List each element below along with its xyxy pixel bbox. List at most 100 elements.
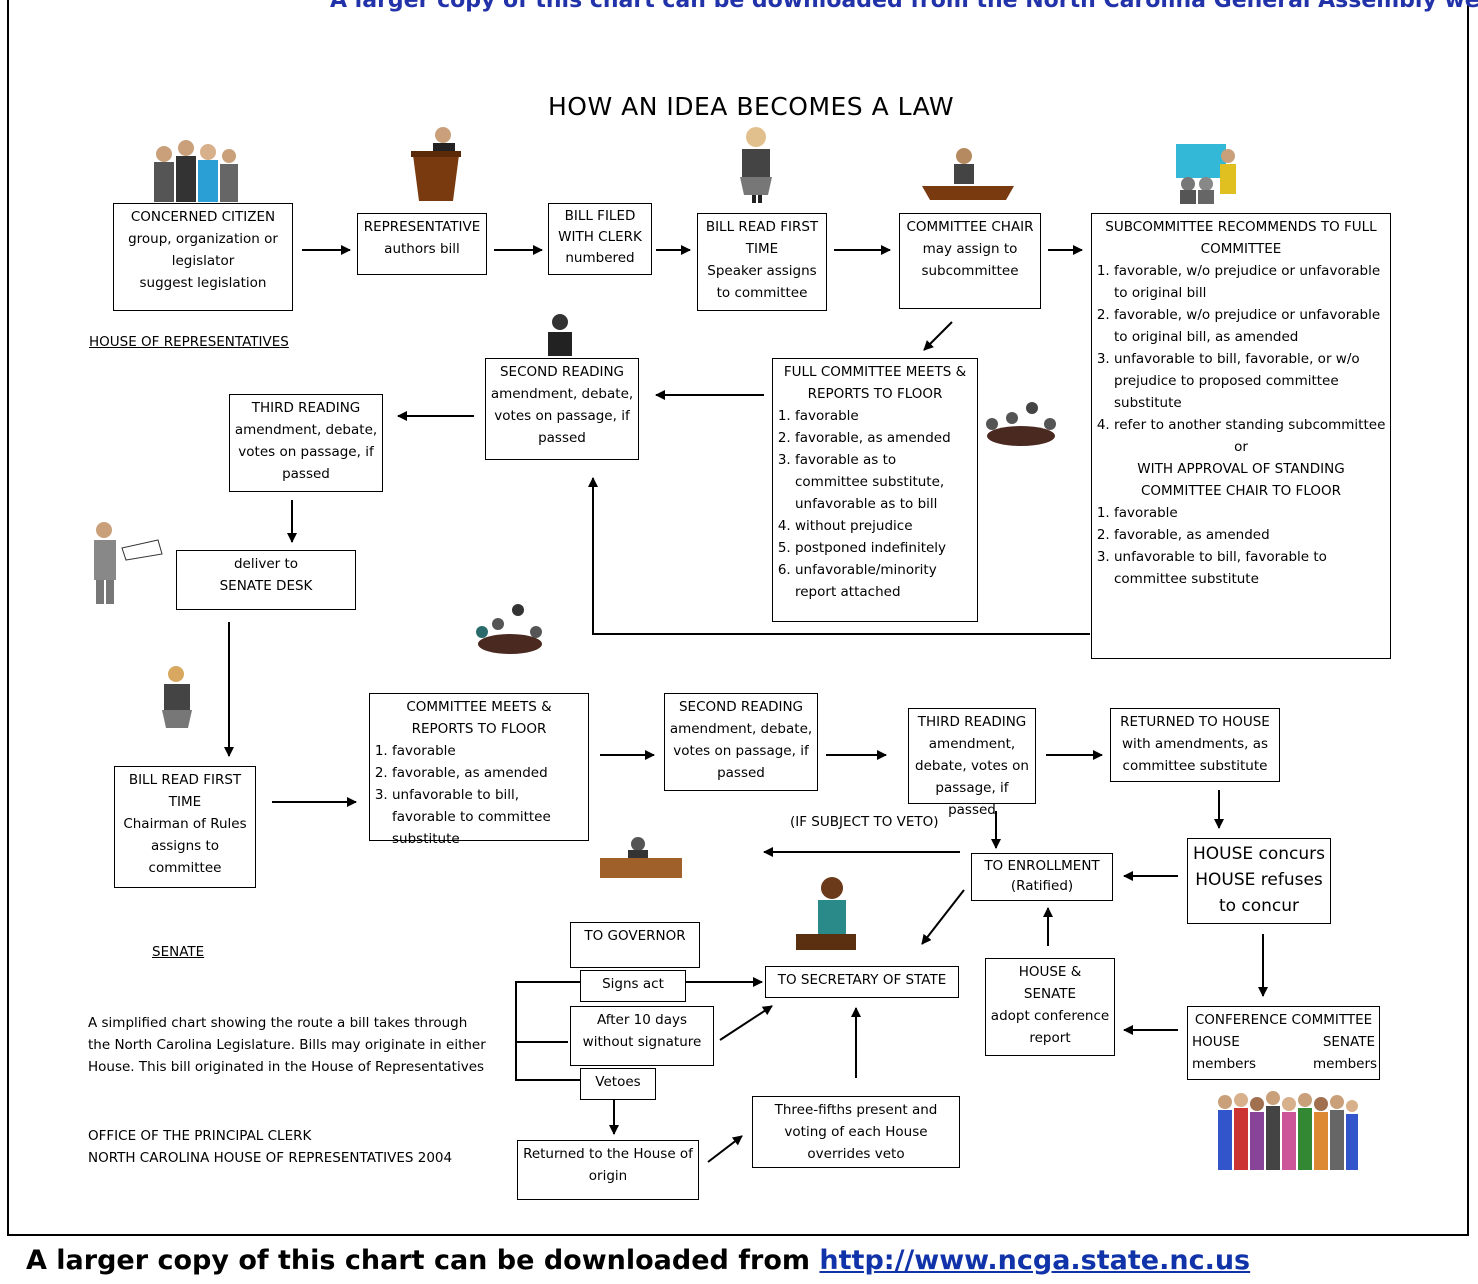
house-section-label: HOUSE OF REPRESENTATIVES	[89, 334, 289, 350]
second-reading-house-title: SECOND READING	[499, 364, 625, 380]
second-reading-senate-line: amendment, debate, votes on passage, if …	[669, 721, 813, 781]
footer-text: A larger copy of this chart can be downl…	[26, 1245, 820, 1276]
enrollment-line-2: (Ratified)	[1010, 878, 1074, 894]
to-governor-line: TO GOVERNOR	[584, 928, 686, 944]
ncga-link[interactable]: http://www.ncga.state.nc.us	[819, 1245, 1251, 1276]
bill-read-first-line: Speaker assigns to committee	[707, 263, 817, 301]
meeting-table-icon	[986, 402, 1056, 446]
returned-origin-line: Returned to the House of origin	[523, 1146, 693, 1184]
arrow-subcomm-second	[588, 477, 1090, 635]
full-committee-item-3: favorable as to committee substitute, un…	[795, 449, 973, 515]
returned-to-house-title: RETURNED TO HOUSE	[1120, 714, 1270, 730]
chair-desk-icon	[922, 148, 1014, 200]
conference-title: CONFERENCE COMMITTEE	[1194, 1012, 1373, 1028]
citizen-box: CONCERNED CITIZEN group, organization or…	[113, 203, 293, 311]
third-reading-senate-box: THIRD READING amendment, debate, votes o…	[908, 708, 1036, 818]
arrow-returned-override	[707, 1135, 743, 1163]
bill-filed-line: numbered	[565, 250, 635, 266]
conference-senate: SENATE members	[1313, 1034, 1378, 1072]
signs-act-line: Signs act	[602, 976, 664, 992]
conference-committee-box: CONFERENCE COMMITTEE HOUSE members SENAT…	[1187, 1006, 1380, 1080]
subcommittee-title-2: WITH APPROVAL OF STANDING COMMITTEE CHAI…	[1137, 461, 1345, 499]
subcommittee-item-3: unfavorable to bill, favorable, or w/o p…	[1114, 348, 1386, 414]
full-committee-item-4: without prejudice	[795, 515, 973, 537]
override-veto-box: Three-fifths present and voting of each …	[752, 1096, 960, 1168]
citizen-line-3: suggest legislation	[139, 275, 267, 291]
full-committee-item-5: postponed indefinitely	[795, 537, 973, 559]
bill-read-first-senate-title: BILL READ FIRST TIME	[128, 772, 242, 810]
full-committee-item-6: unfavorable/minority report attached	[795, 559, 973, 603]
adopt-line-1: HOUSE &	[1018, 964, 1082, 980]
second-reading-house-box: SECOND READING amendment, debate, votes …	[485, 358, 639, 460]
subcommittee-floor-item-2: favorable, as amended	[1114, 524, 1386, 546]
citizen-line-2: legislator	[171, 253, 235, 269]
bill-filed-box: BILL FILED WITH CLERK numbered	[548, 203, 652, 275]
speaker-icon	[548, 314, 572, 356]
representative-line: authors bill	[384, 241, 460, 257]
governor-desk-icon	[600, 837, 682, 878]
second-reading-senate-box: SECOND READING amendment, debate, votes …	[664, 693, 818, 791]
citizen-line-1: group, organization or	[128, 231, 278, 247]
committee-senate-title: COMMITTEE MEETS & REPORTS TO FLOOR	[406, 699, 552, 737]
clerk-woman-icon	[740, 127, 772, 203]
full-committee-item-1: favorable	[795, 405, 973, 427]
senate-meeting-icon	[476, 604, 542, 654]
secretary-of-state-box: TO SECRETARY OF STATE	[765, 966, 959, 998]
third-reading-house-box: THIRD READING amendment, debate, votes o…	[229, 394, 383, 492]
arrow-chair-fullcomm	[923, 321, 953, 351]
bracket-governor-options	[515, 981, 580, 1081]
adopt-line-2: SENATE	[1023, 986, 1077, 1002]
signs-act-box: Signs act	[580, 970, 686, 1002]
after-10-days-line: After 10 days without signature	[582, 1012, 702, 1050]
office-line-2: NORTH CAROLINA HOUSE OF REPRESENTATIVES …	[88, 1150, 453, 1166]
subcommittee-box: SUBCOMMITTEE RECOMMENDS TO FULL COMMITTE…	[1091, 213, 1391, 659]
deliver-senate-box: deliver to SENATE DESK	[176, 550, 356, 610]
reader-icon	[94, 522, 163, 604]
veto-label: (IF SUBJECT TO VETO)	[790, 814, 939, 830]
meeting-icon	[1176, 144, 1236, 204]
bill-read-first-senate-box: BILL READ FIRST TIME Chairman of Rules a…	[114, 766, 256, 888]
adopt-conference-box: HOUSE & SENATE adopt conference report	[985, 958, 1115, 1056]
chart-description: A simplified chart showing the route a b…	[88, 1015, 486, 1075]
to-governor-box: TO GOVERNOR	[570, 922, 700, 968]
bill-read-first-box: BILL READ FIRST TIME Speaker assigns to …	[697, 213, 827, 311]
deliver-line-2: SENATE DESK	[219, 578, 313, 594]
subcommittee-item-1: favorable, w/o prejudice or unfavorable …	[1114, 260, 1386, 304]
third-reading-senate-title: THIRD READING	[917, 714, 1027, 730]
committee-chair-title: COMMITTEE CHAIR	[906, 219, 1034, 235]
full-committee-title: FULL COMMITTEE MEETS & REPORTS TO FLOOR	[783, 364, 967, 402]
arrow-enroll-secretary	[921, 889, 965, 945]
committee-senate-item-3: unfavorable to bill, favorable to commit…	[392, 784, 584, 850]
representative-box: REPRESENTATIVE authors bill	[357, 213, 487, 275]
committee-chair-box: COMMITTEE CHAIR may assign to subcommitt…	[899, 213, 1041, 309]
footer: A larger copy of this chart can be downl…	[26, 1245, 1250, 1276]
crowd-icon	[1218, 1091, 1358, 1170]
house-concur-line-2: HOUSE refuses to concur	[1195, 870, 1323, 916]
subcommittee-floor-item-3: unfavorable to bill, favorable to commit…	[1114, 546, 1386, 590]
arrow-after10-secretary	[719, 1005, 773, 1041]
bill-read-first-senate-line: Chairman of Rules assigns to committee	[123, 816, 247, 876]
subcommittee-or: or	[1234, 439, 1248, 455]
third-reading-house-line: amendment, debate, votes on passage, if …	[234, 422, 378, 482]
second-reading-senate-title: SECOND READING	[678, 699, 804, 715]
secretary-icon	[796, 877, 856, 950]
conference-house: HOUSE members	[1192, 1034, 1257, 1072]
diagram-title: HOW AN IDEA BECOMES A LAW	[548, 92, 955, 121]
diagram-frame	[7, 0, 1469, 1236]
deliver-line-1: deliver to	[233, 556, 299, 572]
third-reading-senate-line: amendment, debate, votes on passage, if …	[915, 736, 1029, 818]
full-committee-box: FULL COMMITTEE MEETS & REPORTS TO FLOOR …	[772, 358, 978, 622]
bill-read-first-title: BILL READ FIRST TIME	[705, 219, 819, 257]
adopt-line-3: adopt conference report	[990, 1008, 1110, 1046]
override-line: Three-fifths present and voting of each …	[774, 1102, 938, 1162]
committee-senate-item-2: favorable, as amended	[392, 762, 584, 784]
bill-filed-title: BILL FILED WITH CLERK	[558, 208, 642, 245]
vetoes-line: Vetoes	[595, 1074, 641, 1090]
returned-to-house-box: RETURNED TO HOUSE with amendments, as co…	[1110, 708, 1280, 782]
returned-to-house-line: with amendments, as committee substitute	[1121, 736, 1268, 774]
podium-speaker-icon	[411, 127, 461, 201]
representative-title: REPRESENTATIVE	[363, 219, 481, 235]
citizen-title: CONCERNED CITIZEN	[130, 209, 276, 225]
senate-section-label: SENATE	[152, 944, 205, 960]
